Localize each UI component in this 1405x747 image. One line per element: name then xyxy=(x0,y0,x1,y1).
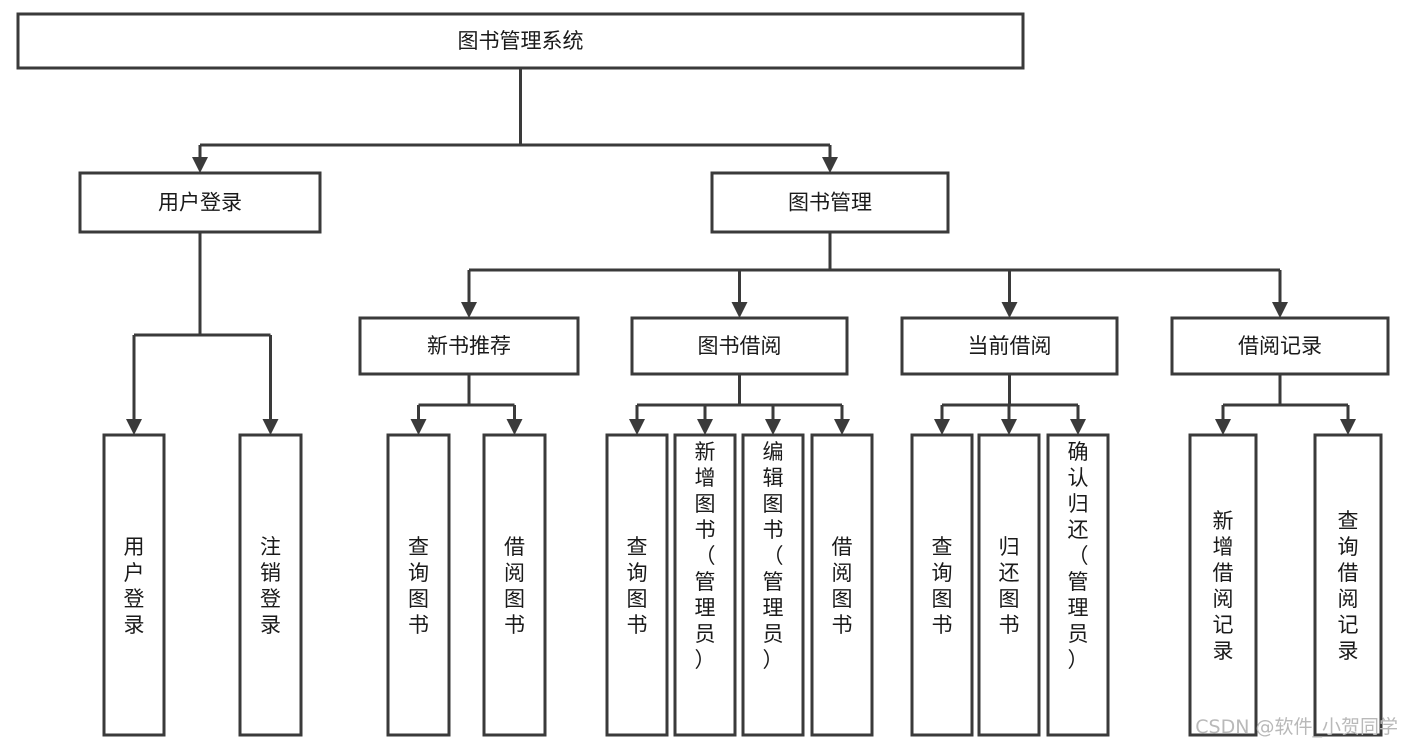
arrow-head-icon xyxy=(1070,419,1086,435)
node-box xyxy=(102,433,166,737)
node-leaf-query-book-2[interactable]: 查询图书 xyxy=(605,433,669,737)
node-current-borrow[interactable]: 当前借阅 xyxy=(900,316,1119,376)
connector-layer xyxy=(126,68,1356,435)
node-leaf-edit-book[interactable]: 编辑图书（管理员） xyxy=(741,433,805,737)
arrow-head-icon xyxy=(461,302,477,318)
node-box xyxy=(605,433,669,737)
arrow-head-icon xyxy=(934,419,950,435)
arrow-head-icon xyxy=(126,419,142,435)
node-label: 用户登录 xyxy=(158,191,242,215)
node-box xyxy=(1170,316,1390,376)
node-box xyxy=(977,433,1041,737)
arrow-head-icon xyxy=(262,419,279,435)
node-leaf-query-book-3[interactable]: 查询图书 xyxy=(910,433,974,737)
node-leaf-query-record[interactable]: 查询借阅记录 xyxy=(1313,433,1383,737)
node-box xyxy=(741,433,805,737)
arrow-head-icon xyxy=(1340,419,1356,435)
node-leaf-add-book[interactable]: 新增图书（管理员） xyxy=(673,433,737,737)
node-leaf-query-book-1[interactable]: 查询图书 xyxy=(386,433,451,737)
node-label: 图书借阅 xyxy=(698,334,782,358)
node-box xyxy=(386,433,451,737)
node-label: 编辑图书（管理员） xyxy=(763,440,784,672)
node-box xyxy=(710,171,950,234)
node-book-manage[interactable]: 图书管理 xyxy=(710,171,950,234)
node-box xyxy=(673,433,737,737)
arrow-head-icon xyxy=(1272,302,1288,318)
node-box xyxy=(78,171,322,234)
node-leaf-user-login[interactable]: 用户登录 xyxy=(102,433,166,737)
node-box xyxy=(482,433,547,737)
arrow-head-icon xyxy=(1215,419,1231,435)
node-label: 查询图书 xyxy=(932,535,953,637)
node-label: 归还图书 xyxy=(999,535,1020,637)
node-leaf-borrow-book-1[interactable]: 借阅图书 xyxy=(482,433,547,737)
node-label: 查询图书 xyxy=(408,535,429,637)
arrow-head-icon xyxy=(629,419,645,435)
node-leaf-add-record[interactable]: 新增借阅记录 xyxy=(1188,433,1258,737)
node-leaf-confirm-return[interactable]: 确认归还（管理员） xyxy=(1046,433,1110,737)
node-label: 借阅记录 xyxy=(1238,334,1322,358)
arrow-head-icon xyxy=(765,419,781,435)
node-box xyxy=(238,433,303,737)
arrow-head-icon xyxy=(731,302,748,318)
node-new-book-rec[interactable]: 新书推荐 xyxy=(358,316,580,376)
node-label: 查询借阅记录 xyxy=(1338,509,1359,663)
node-box xyxy=(16,12,1025,70)
node-box xyxy=(630,316,849,376)
node-box xyxy=(900,316,1119,376)
node-leaf-logout[interactable]: 注销登录 xyxy=(238,433,303,737)
node-box xyxy=(358,316,580,376)
arrow-head-icon xyxy=(822,157,838,173)
arrow-head-icon xyxy=(506,419,523,435)
node-label: 图书管理系统 xyxy=(458,29,584,53)
node-label: 注销登录 xyxy=(260,535,281,637)
watermark-label: CSDN @软件_小贺同学 xyxy=(1195,716,1398,738)
node-label: 新增借阅记录 xyxy=(1213,509,1234,663)
arrow-head-icon xyxy=(697,419,713,435)
node-layer: 图书管理系统用户登录图书管理新书推荐图书借阅当前借阅借阅记录用户登录注销登录查询… xyxy=(16,12,1390,737)
node-label: 查询图书 xyxy=(627,535,648,637)
node-label: 用户登录 xyxy=(124,535,145,637)
node-box xyxy=(1046,433,1110,737)
arrow-head-icon xyxy=(1001,302,1018,318)
node-label: 新书推荐 xyxy=(427,334,511,358)
node-leaf-borrow-book-2[interactable]: 借阅图书 xyxy=(810,433,874,737)
arrow-head-icon xyxy=(410,419,427,435)
node-book-borrow[interactable]: 图书借阅 xyxy=(630,316,849,376)
arrow-head-icon xyxy=(1001,419,1017,435)
node-box xyxy=(1188,433,1258,737)
node-box xyxy=(910,433,974,737)
node-label: 确认归还（管理员） xyxy=(1068,440,1089,672)
node-box xyxy=(1313,433,1383,737)
node-box xyxy=(810,433,874,737)
node-user-login[interactable]: 用户登录 xyxy=(78,171,322,234)
node-label: 当前借阅 xyxy=(968,334,1052,358)
arrow-head-icon xyxy=(192,157,208,173)
node-label: 借阅图书 xyxy=(504,535,525,637)
node-label: 新增图书（管理员） xyxy=(695,440,716,672)
node-label: 借阅图书 xyxy=(832,535,853,637)
arrow-head-icon xyxy=(834,419,850,435)
node-borrow-record[interactable]: 借阅记录 xyxy=(1170,316,1390,376)
node-leaf-return-book[interactable]: 归还图书 xyxy=(977,433,1041,737)
node-root[interactable]: 图书管理系统 xyxy=(16,12,1025,70)
node-label: 图书管理 xyxy=(788,191,872,215)
